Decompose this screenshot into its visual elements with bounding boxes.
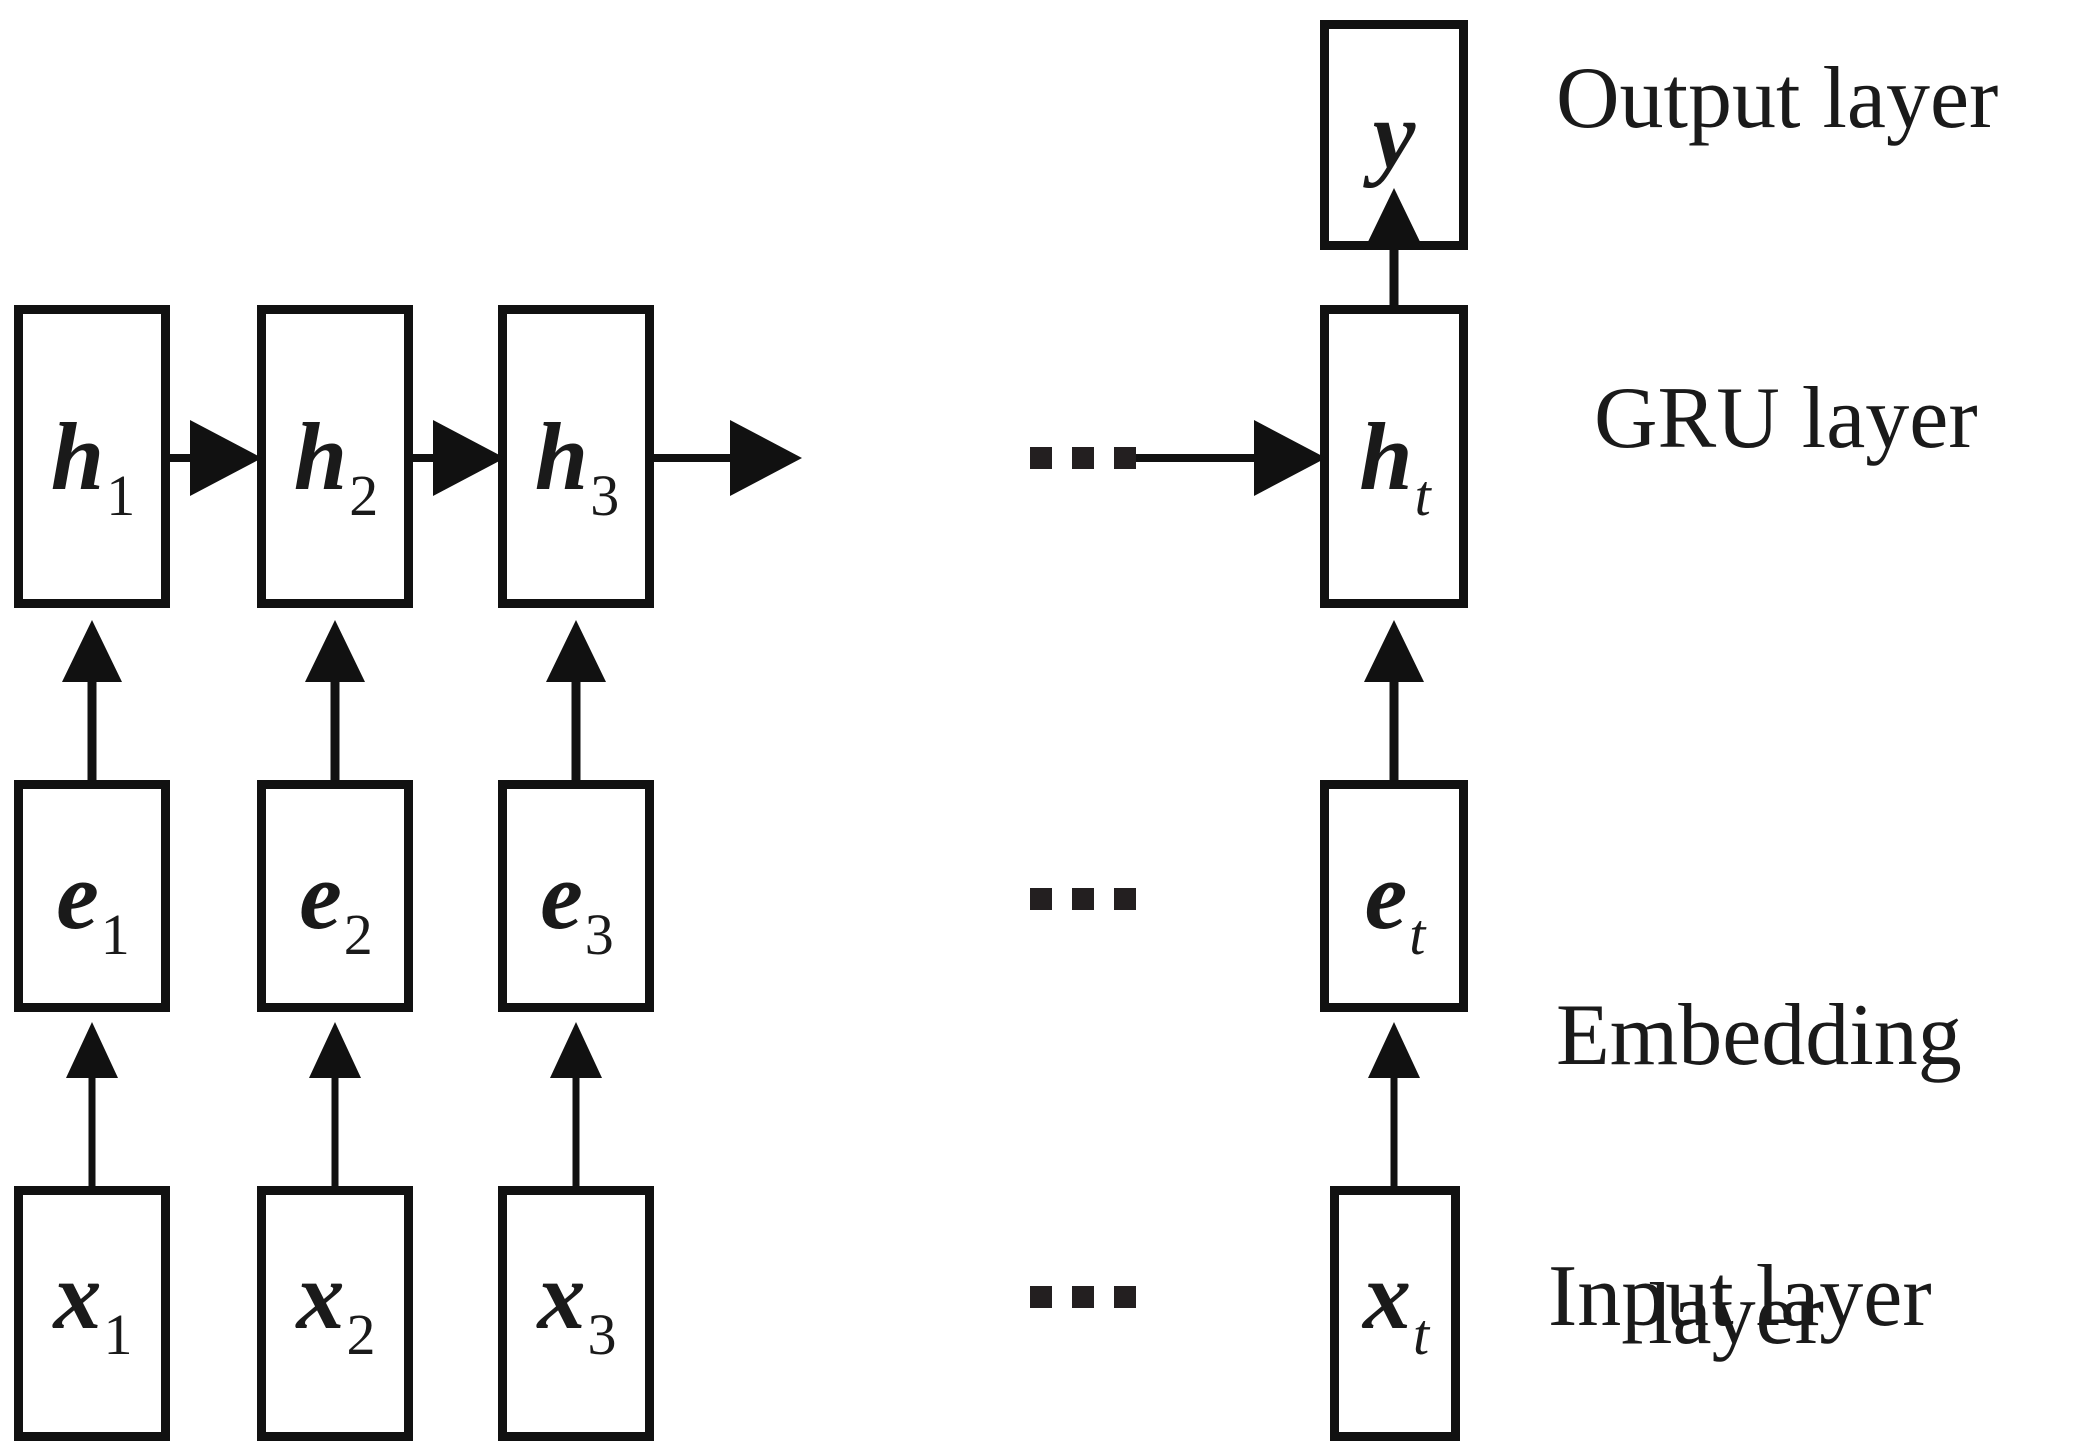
- node-gru-h1: h1: [14, 305, 170, 608]
- node-label: e1: [56, 842, 130, 967]
- ellipsis-dot-icon: [1030, 1286, 1052, 1308]
- node-label: e3: [540, 842, 614, 967]
- arrow-shaft: [571, 670, 581, 780]
- arrow-head-icon: [190, 420, 262, 496]
- node-label: h2: [293, 402, 379, 528]
- arrow-e1-to-h1: [60, 620, 124, 780]
- node-gru-ht: ht: [1320, 305, 1468, 608]
- arrow-shaft: [87, 670, 97, 780]
- ellipsis-dot-icon: [1072, 888, 1094, 910]
- arrow-h3-to-ellipsis: [654, 420, 802, 496]
- node-label: xt: [1362, 1241, 1430, 1367]
- layer-label-gru: GRU layer: [1594, 370, 1978, 467]
- ellipsis-input-row: [1030, 1286, 1136, 1308]
- arrow-head-icon: [730, 420, 802, 496]
- layer-label-embedding-line1: Embedding: [1556, 986, 1962, 1084]
- node-label: x3: [537, 1241, 617, 1367]
- node-embedding-et: et: [1320, 780, 1468, 1012]
- node-label: et: [1364, 842, 1426, 967]
- node-label: h1: [50, 402, 136, 528]
- ellipsis-dot-icon: [1072, 1286, 1094, 1308]
- node-input-xt: xt: [1330, 1186, 1460, 1441]
- arrow-gru-to-output: [1362, 188, 1426, 310]
- node-label: y: [1372, 81, 1416, 188]
- arrow-h2-to-h3: [413, 420, 505, 496]
- arrow-et-to-ht: [1362, 620, 1426, 780]
- layer-label-embedding-line2: layer: [1648, 1266, 1824, 1364]
- arrow-head-icon: [1368, 1022, 1420, 1078]
- layer-label-embedding: Embedding layer: [1556, 802, 2026, 1441]
- ellipsis-gru-row: [1030, 447, 1136, 469]
- ellipsis-dot-icon: [1114, 1286, 1136, 1308]
- arrow-head-icon: [309, 1022, 361, 1078]
- arrow-head-icon: [66, 1022, 118, 1078]
- ellipsis-dot-icon: [1030, 447, 1052, 469]
- arrow-shaft: [572, 1074, 580, 1188]
- node-gru-h3: h3: [498, 305, 654, 608]
- node-label: e2: [299, 842, 373, 967]
- arrow-head-icon: [550, 1022, 602, 1078]
- node-embedding-e2: e2: [257, 780, 413, 1012]
- ellipsis-dot-icon: [1030, 888, 1052, 910]
- layer-label-input: Input layer: [1548, 1248, 1932, 1345]
- node-label: ht: [1359, 402, 1431, 528]
- node-input-x1: x1: [14, 1186, 170, 1441]
- ellipsis-embedding-row: [1030, 888, 1136, 910]
- arrow-shaft: [330, 670, 340, 780]
- arrow-shaft: [331, 1074, 339, 1188]
- ellipsis-dot-icon: [1114, 888, 1136, 910]
- node-embedding-e1: e1: [14, 780, 170, 1012]
- arrow-h1-to-h2: [170, 420, 262, 496]
- arrow-x1-to-e1: [60, 1022, 124, 1188]
- arrow-shaft: [1389, 224, 1399, 310]
- node-label: h3: [534, 402, 620, 528]
- arrow-shaft: [88, 1074, 96, 1188]
- arrow-shaft: [1389, 670, 1399, 780]
- node-input-x3: x3: [498, 1186, 654, 1441]
- layer-label-output: Output layer: [1556, 50, 1999, 147]
- node-embedding-e3: e3: [498, 780, 654, 1012]
- arrow-xt-to-et: [1362, 1022, 1426, 1188]
- arrow-head-icon: [433, 420, 505, 496]
- arrow-shaft: [654, 454, 750, 462]
- arrow-x3-to-e3: [544, 1022, 608, 1188]
- arrow-shaft: [1136, 454, 1266, 462]
- arrow-head-icon: [1254, 420, 1326, 496]
- node-gru-h2: h2: [257, 305, 413, 608]
- node-label: x1: [53, 1241, 133, 1367]
- arrow-x2-to-e2: [303, 1022, 367, 1188]
- arrow-ellipsis-to-ht: [1136, 420, 1326, 496]
- ellipsis-dot-icon: [1114, 447, 1136, 469]
- arrow-e3-to-h3: [544, 620, 608, 780]
- node-label: x2: [296, 1241, 376, 1367]
- arrow-shaft: [1390, 1074, 1398, 1188]
- ellipsis-dot-icon: [1072, 447, 1094, 469]
- node-input-x2: x2: [257, 1186, 413, 1441]
- arrow-e2-to-h2: [303, 620, 367, 780]
